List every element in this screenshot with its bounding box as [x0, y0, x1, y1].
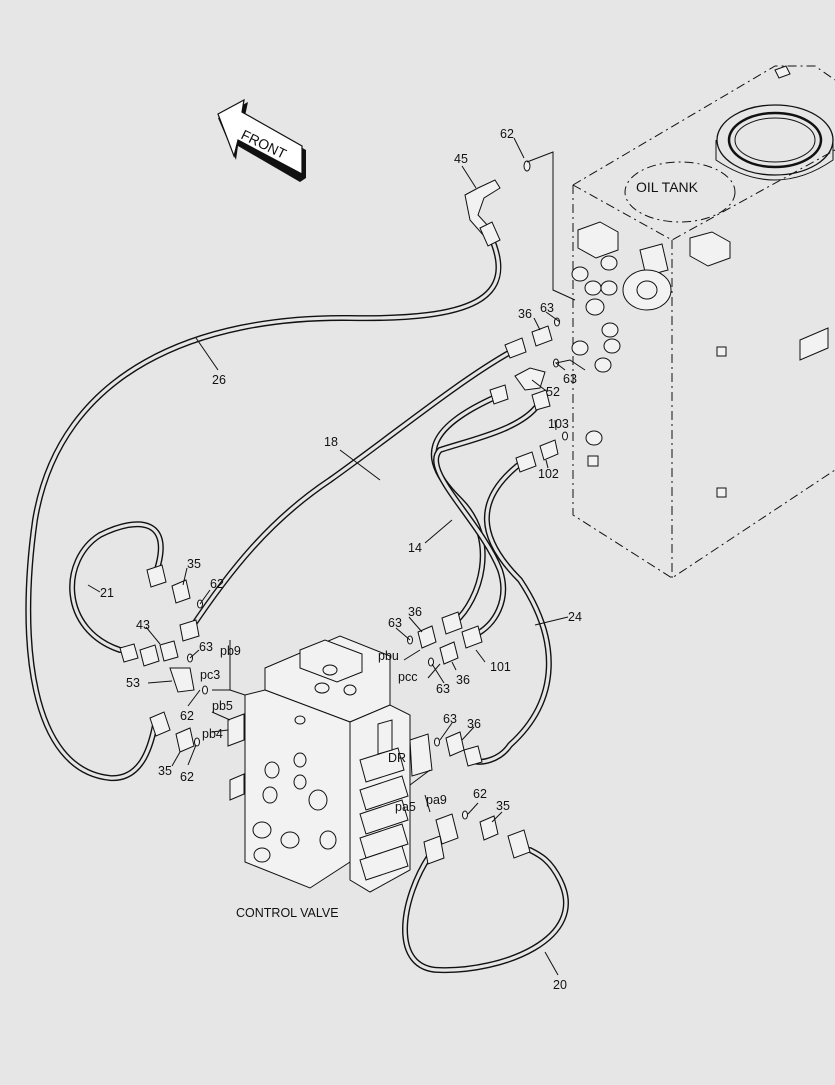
connector-36 — [531, 325, 553, 347]
elbow-fitting-43 — [159, 640, 179, 662]
callout-35: 35 — [158, 764, 172, 778]
callout-14: 14 — [408, 541, 422, 555]
callout-45: 45 — [454, 152, 468, 166]
callout-63: 63 — [388, 616, 402, 630]
callout-62: 62 — [500, 127, 514, 141]
connector-36-b — [417, 625, 437, 649]
leader-lines — [87, 137, 586, 976]
port-pa9: pa9 — [426, 793, 447, 807]
callout-24: 24 — [568, 610, 582, 624]
callout-63: 63 — [540, 301, 554, 315]
port-labels: pb9 pc3 pb5 pb4 pbu pcc DR pa5 pa9 — [200, 644, 447, 814]
port-pb5: pb5 — [212, 699, 233, 713]
callout-35: 35 — [496, 799, 510, 813]
callout-63: 63 — [563, 372, 577, 386]
callout-36: 36 — [456, 673, 470, 687]
callout-63: 63 — [443, 712, 457, 726]
callout-52: 52 — [546, 385, 560, 399]
elbow-fitting-45 — [464, 179, 501, 237]
tank-bracket — [799, 327, 829, 361]
tank-fitting-block — [577, 221, 619, 259]
callout-101: 101 — [490, 660, 511, 674]
callout-36: 36 — [467, 717, 481, 731]
port-pb9: pb9 — [220, 644, 241, 658]
port-pa5: pa5 — [395, 800, 416, 814]
hose-20 — [402, 847, 569, 974]
port-dr: DR — [388, 751, 406, 765]
callout-21: 21 — [100, 586, 114, 600]
callout-63: 63 — [199, 640, 213, 654]
control-valve-label: CONTROL VALVE — [236, 906, 339, 920]
callout-62: 62 — [473, 787, 487, 801]
connector-35 — [171, 579, 191, 604]
port-pc3: pc3 — [200, 668, 220, 682]
front-arrow-icon: FRONT — [217, 98, 306, 182]
tank-bolt — [716, 487, 727, 498]
callouts: 62 45 36 63 26 63 52 18 103 102 14 24 35… — [100, 127, 582, 992]
callout-36: 36 — [518, 307, 532, 321]
hose-18 — [187, 347, 517, 633]
callout-43: 43 — [136, 618, 150, 632]
port-pb4: pb4 — [202, 727, 223, 741]
oil-tank — [571, 65, 835, 579]
callout-18: 18 — [324, 435, 338, 449]
callout-62: 62 — [180, 770, 194, 784]
callout-62: 62 — [180, 709, 194, 723]
callout-62: 62 — [210, 577, 224, 591]
port-pbu: pbu — [378, 649, 399, 663]
hoses — [25, 232, 569, 974]
callout-63: 63 — [436, 682, 450, 696]
port-pcc: pcc — [398, 670, 417, 684]
oil-tank-level-ellipse — [624, 161, 736, 223]
control-valve — [227, 635, 433, 893]
callout-26: 26 — [212, 373, 226, 387]
callout-102: 102 — [538, 467, 559, 481]
oil-tank-label: OIL TANK — [636, 179, 699, 195]
tee-fitting-53 — [169, 667, 195, 693]
callout-36: 36 — [408, 605, 422, 619]
tank-bolt — [587, 455, 599, 467]
callout-103: 103 — [548, 417, 569, 431]
callout-20: 20 — [553, 978, 567, 992]
tank-bolt — [716, 346, 727, 357]
fittings — [119, 160, 568, 865]
callout-53: 53 — [126, 676, 140, 690]
connector-102 — [539, 439, 559, 461]
callout-35: 35 — [187, 557, 201, 571]
